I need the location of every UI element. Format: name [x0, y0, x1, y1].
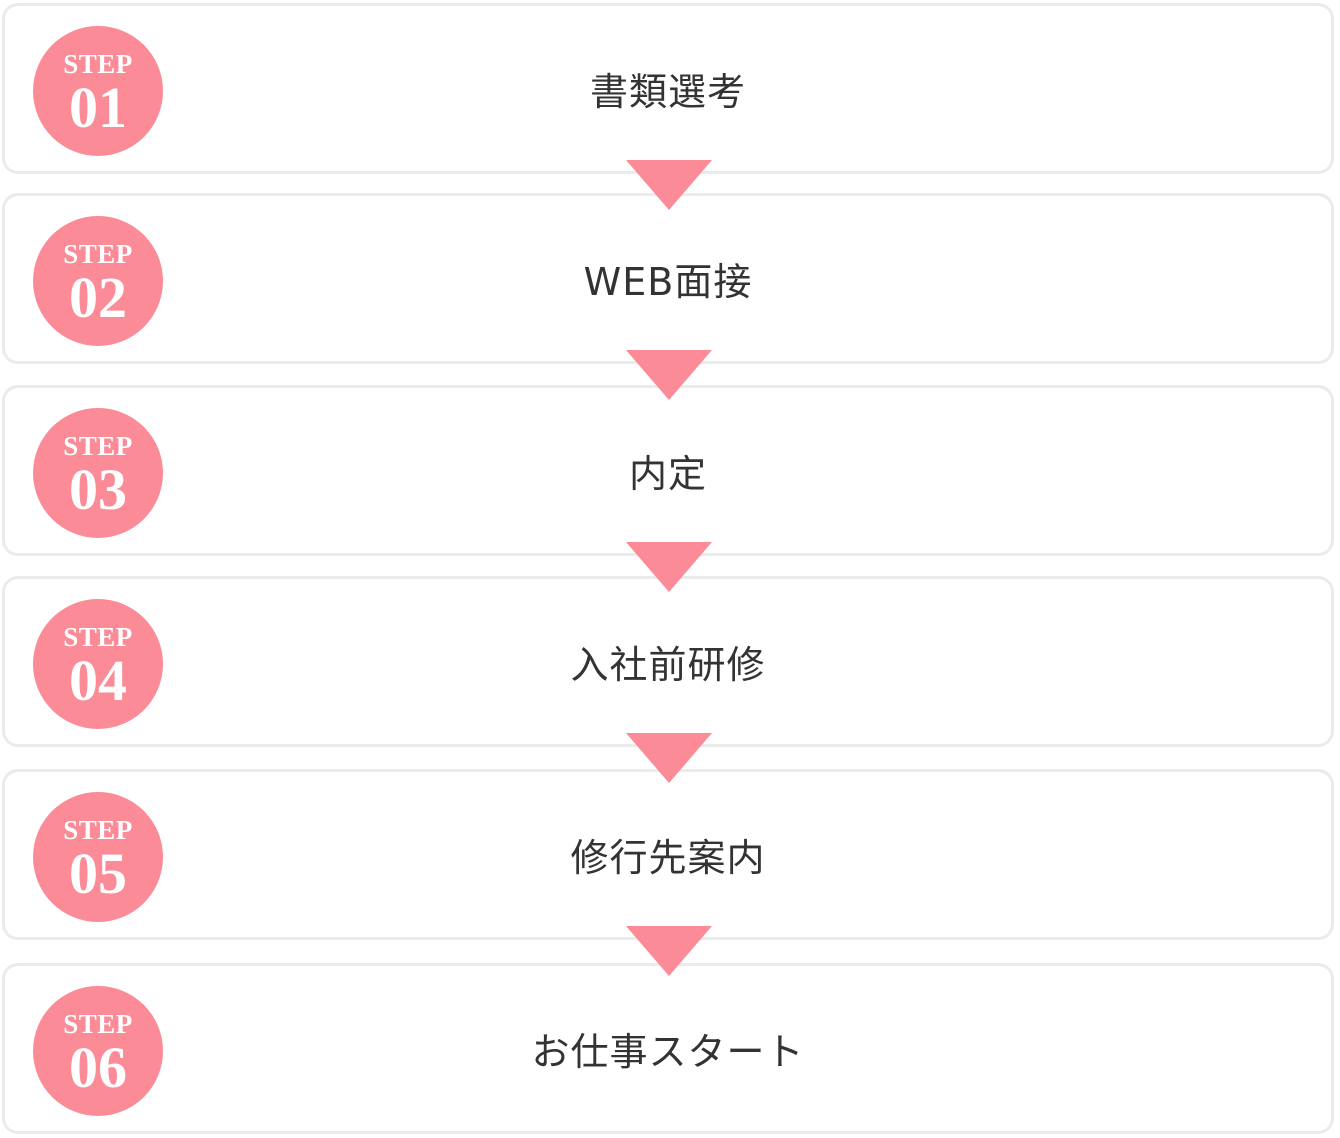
triangle-down-arrow-icon [626, 733, 712, 783]
step-number: 02 [69, 265, 127, 330]
step-number: 04 [69, 648, 127, 713]
step-card-06: STEP 06 お仕事スタート [2, 963, 1334, 1134]
step-card-05: STEP 05 修行先案内 [2, 769, 1334, 940]
step-label: STEP [63, 49, 133, 79]
step-label: STEP [63, 815, 133, 845]
step-card-04: STEP 04 入社前研修 [2, 576, 1334, 747]
step-badge: STEP 03 [33, 408, 163, 538]
step-number: 05 [69, 841, 127, 906]
step-badge: STEP 01 [33, 26, 163, 156]
step-number: 06 [69, 1035, 127, 1100]
step-badge: STEP 05 [33, 792, 163, 922]
step-label: STEP [63, 431, 133, 461]
step-title: WEB面接 [583, 260, 753, 304]
step-title: 内定 [628, 452, 707, 496]
step-label: STEP [63, 1009, 133, 1039]
step-badge: STEP 06 [33, 986, 163, 1116]
triangle-down-arrow-icon [626, 350, 712, 400]
step-badge: STEP 02 [33, 216, 163, 346]
step-label: STEP [63, 622, 133, 652]
step-title: 入社前研修 [570, 643, 766, 687]
step-card-01: STEP 01 書類選考 [2, 3, 1334, 174]
step-card-03: STEP 03 内定 [2, 385, 1334, 556]
triangle-down-arrow-icon [626, 160, 712, 210]
step-card-02: STEP 02 WEB面接 [2, 193, 1334, 364]
step-badge: STEP 04 [33, 599, 163, 729]
step-number: 01 [69, 75, 127, 140]
triangle-down-arrow-icon [626, 926, 712, 976]
step-title: 修行先案内 [570, 836, 766, 880]
triangle-down-arrow-icon [626, 542, 712, 592]
step-number: 03 [69, 457, 127, 522]
step-title: お仕事スタート [531, 1030, 805, 1074]
step-label: STEP [63, 239, 133, 269]
step-title: 書類選考 [589, 70, 746, 114]
